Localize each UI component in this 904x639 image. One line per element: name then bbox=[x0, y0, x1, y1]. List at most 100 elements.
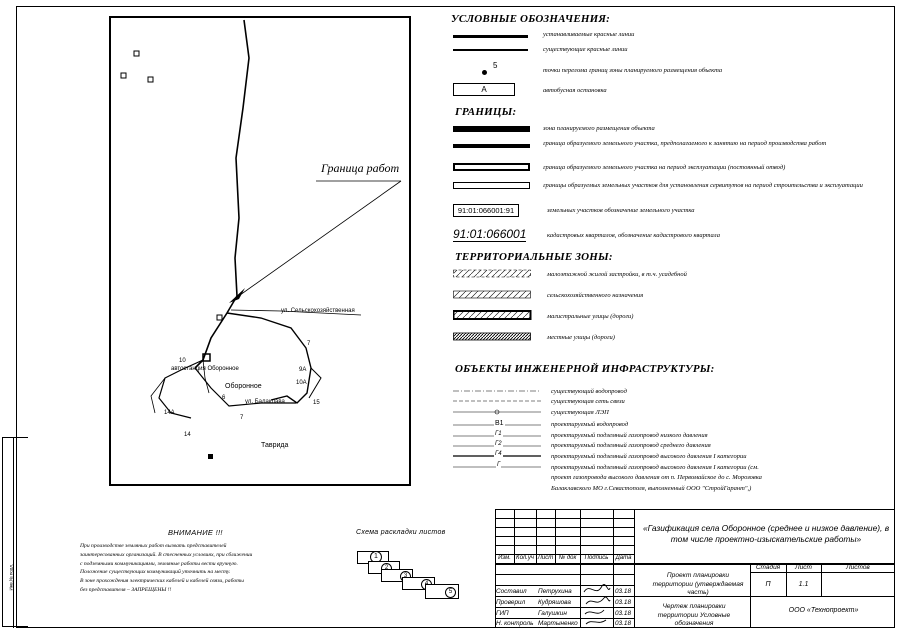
legend-title-infra: ОБЪЕКТЫ ИНЖЕНЕРНОЙ ИНФРАСТРУКТУРЫ: bbox=[455, 363, 715, 375]
warning-line: В зоне прохождения электрических кабелей… bbox=[80, 578, 244, 585]
house-number: 9А bbox=[299, 367, 307, 373]
zone-hatch-icons bbox=[453, 269, 532, 341]
legend-item: автобусная остановка bbox=[543, 87, 607, 94]
tb-name: Галушкин bbox=[538, 610, 567, 617]
legend-item: границы образуемых земельных участков дл… bbox=[543, 182, 863, 189]
granitsa-label: Граница работ bbox=[321, 161, 400, 175]
side-stamp-label: Инв.№ подл. bbox=[8, 563, 14, 591]
bus-stop-symbol: А bbox=[453, 83, 515, 96]
tb-role: Н. контроль bbox=[496, 620, 534, 627]
tb-header-col: Изм. bbox=[498, 555, 511, 561]
tb-date: 03.18 bbox=[615, 610, 631, 617]
legend-item: проектируемый подземный газопровод высок… bbox=[551, 464, 759, 471]
infra-code: Г4 bbox=[494, 451, 503, 457]
legend-item: граница образуемого земельного участка н… bbox=[543, 164, 786, 171]
legend-item: существующая ЛЭП bbox=[551, 409, 609, 416]
bus-stop-label: автостанция Оборонное bbox=[171, 366, 239, 372]
infra-code: Г bbox=[496, 462, 502, 468]
doc-name-1: Проект планировки территории (утверждаем… bbox=[652, 572, 744, 596]
house-number: 7 bbox=[240, 415, 244, 421]
tb-header-col: № док bbox=[558, 555, 577, 561]
tb-date: 03.18 bbox=[615, 620, 631, 627]
legend-item: граница образуемого земельного участка, … bbox=[543, 140, 827, 147]
infra-code: Г1 bbox=[494, 431, 503, 437]
parcel-code-box: 91:01:066001:91 bbox=[453, 204, 519, 217]
stage-header: Лист bbox=[795, 564, 812, 571]
legend-item: магистральные улицы (дороги) bbox=[547, 313, 634, 320]
stage-value: 1.1 bbox=[798, 581, 809, 588]
tb-role: Составил bbox=[496, 588, 527, 595]
tb-role: ГИП bbox=[496, 610, 509, 617]
legend-title-zones: ТЕРРИТОРИАЛЬНЫЕ ЗОНЫ: bbox=[455, 251, 613, 263]
legend-item: проектируемый подземный газопровод низко… bbox=[551, 432, 708, 439]
legend-item: малоэтажной жилой застройки, в т.ч. усад… bbox=[547, 271, 687, 278]
street-label-lower: ул. Балаклава bbox=[245, 399, 285, 405]
legend-item: существующие красные линии bbox=[543, 46, 628, 53]
break-point-icon bbox=[482, 70, 487, 75]
legend-item: местные улицы (дороги) bbox=[547, 334, 615, 341]
tb-name: Кудряшова bbox=[538, 599, 571, 606]
signature-drawings bbox=[583, 584, 611, 625]
doc-name-2: Чертеж планировки территории Условные об… bbox=[657, 603, 731, 627]
scheme-title: Схема раскладки листов bbox=[356, 529, 446, 536]
street-label-upper: ул. Сельскохозяйственная bbox=[281, 308, 355, 314]
company-name: ООО «Технопроект» bbox=[788, 607, 859, 614]
side-stamp: Инв.№ подл. bbox=[2, 437, 28, 628]
house-number: 7 bbox=[307, 341, 311, 347]
legend-item: существующая сеть связи bbox=[551, 398, 625, 405]
sheet-border bbox=[16, 6, 895, 628]
tb-header-col: Подпись bbox=[584, 555, 609, 561]
scheme-sheet: 5 bbox=[425, 584, 459, 599]
house-number: 14 bbox=[184, 432, 191, 438]
tb-date: 03.18 bbox=[615, 588, 631, 595]
legend-item: сельскохозяйственного назначения bbox=[547, 292, 644, 299]
legend-item: устанавливаемые красные линии bbox=[543, 31, 635, 38]
house-number: 14А bbox=[164, 410, 175, 416]
warning-line: При производстве земляных работ вызвать … bbox=[80, 543, 227, 549]
legend-item: проектируемый водопровод bbox=[551, 421, 629, 428]
tb-header-col: Лист bbox=[537, 555, 554, 561]
legend-item: проект газопровода высокого давления от … bbox=[551, 474, 762, 481]
house-number: 10 bbox=[179, 358, 186, 364]
infra-code: Г2 bbox=[494, 441, 503, 447]
warning-line: без представителя – ЗАПРЕЩЕНЫ !! bbox=[80, 586, 172, 593]
map-frame: Граница работ ул. Сельскохозяйственная а… bbox=[109, 16, 411, 486]
legend-item: проектируемый подземный газопровод высок… bbox=[551, 453, 747, 460]
infra-code: В1 bbox=[494, 420, 505, 427]
legend-item: проектируемый подземный газопровод средн… bbox=[551, 442, 711, 449]
village-label: Оборонное bbox=[225, 383, 262, 390]
legend-item: земельных участков обозначение земельног… bbox=[547, 207, 695, 214]
place-label: Таврида bbox=[261, 442, 289, 449]
house-number: 10А bbox=[296, 380, 307, 386]
house-number: 6 bbox=[222, 395, 226, 401]
stage-header: Листов bbox=[846, 564, 870, 571]
tb-role: Проверил bbox=[496, 599, 526, 606]
legend-item: точки перелома границ зоны планируемого … bbox=[543, 67, 723, 74]
tb-name: Мартыненко bbox=[538, 620, 578, 627]
house-number: 15 bbox=[313, 400, 320, 406]
legend-title-main: УСЛОВНЫЕ ОБОЗНАЧЕНИЯ: bbox=[451, 13, 611, 25]
tb-date: 03.18 bbox=[615, 599, 631, 606]
infra-line-icons bbox=[453, 390, 541, 468]
warning-line: заинтересованных организаций. В стесненн… bbox=[80, 551, 253, 558]
map-drawing bbox=[120, 19, 402, 459]
stage-header: Стадия bbox=[755, 564, 781, 571]
warning-title: ВНИМАНИЕ !!! bbox=[168, 528, 223, 537]
legend-item: Балаклавского МО г.Севастополя, выполнен… bbox=[551, 485, 752, 492]
break-point-number: 5 bbox=[493, 61, 498, 70]
tb-header-col: Кол.уч bbox=[516, 555, 534, 561]
tb-header-col: Дата bbox=[615, 555, 632, 561]
project-title: «Газификация села Оборонное (среднее и н… bbox=[642, 523, 890, 544]
title-block bbox=[495, 509, 895, 628]
warning-line: с подземными коммуникациями, земляные ра… bbox=[80, 560, 238, 567]
warning-text: При производстве земляных работ вызвать … bbox=[80, 542, 320, 595]
legend-title-borders: ГРАНИЦЫ: bbox=[455, 106, 517, 118]
quarter-code: 91:01:066001 bbox=[453, 227, 527, 242]
warning-line: Положение существующих коммуникаций уточ… bbox=[80, 569, 231, 576]
tb-name: Петрухина bbox=[538, 588, 572, 595]
legend-item: кадастровых кварталов, обозначение кадас… bbox=[547, 232, 720, 239]
legend-item: зона планируемого размещения объекта bbox=[543, 125, 655, 132]
legend-item: существующий водопровод bbox=[551, 388, 627, 395]
scheme-sheet-number: 5 bbox=[445, 587, 456, 598]
stage-value: П bbox=[765, 581, 771, 588]
